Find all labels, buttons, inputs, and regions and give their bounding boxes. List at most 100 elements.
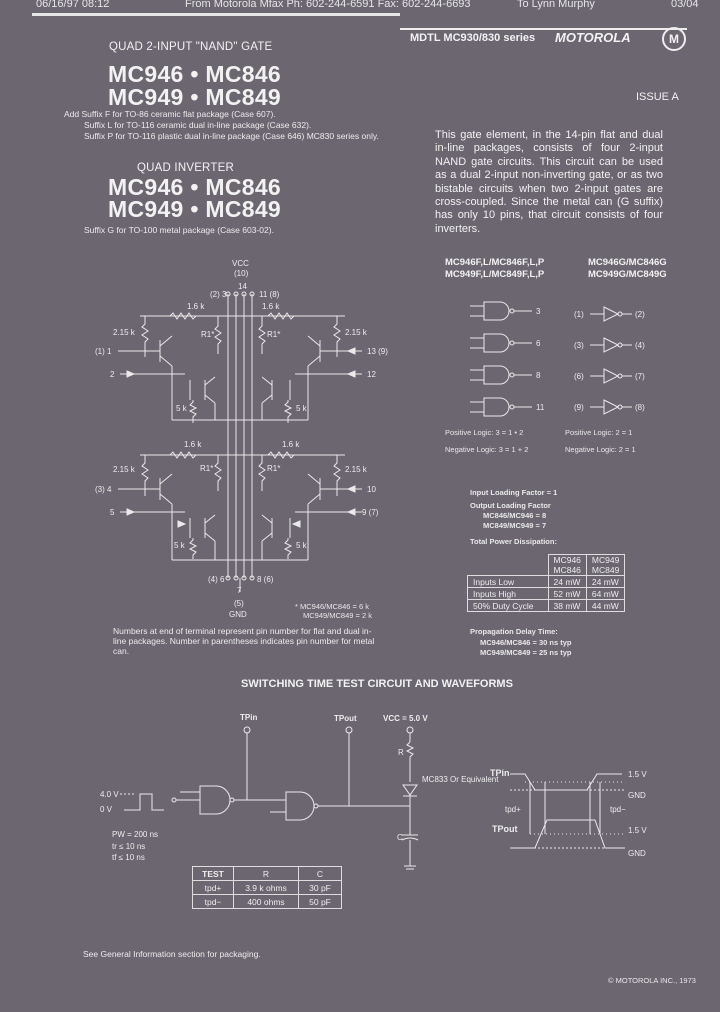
- diode-label: MC833 Or Equivalent: [422, 775, 499, 784]
- issue-label: ISSUE A: [636, 91, 679, 103]
- logic-header-right2: MC949G/MC849G: [588, 269, 667, 280]
- logic-header-left1: MC946F,L/MC846F,L,P: [445, 257, 545, 268]
- top-rule: [32, 13, 400, 16]
- res-5k-b: 5 k: [296, 404, 308, 413]
- wave-tpout-label: TPout: [492, 824, 518, 834]
- pin-in-2: 2: [110, 370, 115, 379]
- gnd-pin: 7: [237, 586, 242, 595]
- top-pins-left: (2) 3: [210, 290, 227, 299]
- table-row: MC946 MC846 MC949 MC849: [468, 554, 626, 576]
- motorola-logo-icon: M: [662, 27, 686, 51]
- gnd-pin-can: (5): [234, 599, 244, 608]
- res-1k6-c: 1.6 k: [184, 440, 202, 449]
- v-low-label: 0 V: [100, 805, 113, 814]
- negative-logic-left: Negative Logic: 3 = 1 + 2: [445, 445, 529, 454]
- res-r1-d: R1*: [267, 464, 280, 473]
- output-loading-1: MC846/MC946 = 8: [483, 511, 547, 520]
- inv-out-pin: (2): [635, 310, 645, 319]
- inv-in-pin: (6): [574, 372, 584, 381]
- logic-header-right1: MC946G/MC846G: [588, 257, 667, 268]
- wave-tpin-label: TPin: [490, 768, 510, 778]
- output-loading-title: Output Loading Factor: [470, 501, 551, 510]
- nand-suffix-3: Suffix P for TO-116 plastic dual in-line…: [84, 131, 379, 141]
- circuit-schematic: VCC (10) 14 (2) 3 11 (8) 1.6 k 1.6 k 1.6…: [95, 259, 388, 619]
- inv-out-pin: (7): [635, 372, 645, 381]
- fax-sender: From Motorola Mfax Ph: 602-244-6591 Fax:…: [185, 0, 471, 10]
- pin-out-9: 9 (7): [362, 508, 379, 517]
- vcc-pin-can: (10): [234, 269, 249, 278]
- res-1k6-b: 1.6 k: [262, 302, 280, 311]
- inv-in-pin: (3): [574, 341, 584, 350]
- tf-label: tf ≤ 10 ns: [112, 853, 145, 862]
- table-cell: 44 mW: [585, 599, 626, 612]
- inv-in-pin: (1): [574, 310, 584, 319]
- res-2k15-a: 2.15 k: [113, 328, 136, 337]
- switching-circuit: TPin TPout VCC = 5.0 V R C MC833 Or Equi…: [100, 713, 499, 870]
- res-2k15-c: 2.15 k: [113, 465, 136, 474]
- tp-out-label: TPout: [334, 714, 357, 723]
- pin-out-10: 10: [367, 485, 376, 494]
- negative-logic-right: Negative Logic: 2 = 1: [565, 445, 636, 454]
- tpd-minus-label: tpd−: [610, 805, 626, 814]
- res-1k6-d: 1.6 k: [282, 440, 300, 449]
- switching-title: SWITCHING TIME TEST CIRCUIT AND WAVEFORM…: [241, 678, 513, 690]
- tpd-plus-label: tpd+: [505, 805, 521, 814]
- inverter-parts-line2: MC949 • MC849: [108, 196, 282, 222]
- brand-bar: MDTL MC930/830 series MOTOROLA M: [400, 27, 687, 51]
- top-pins-right: 11 (8): [259, 290, 280, 299]
- tp-in-label: TPin: [240, 713, 257, 722]
- footer-note: See General Information section for pack…: [83, 949, 261, 959]
- table-cell: tpd−: [192, 894, 234, 909]
- logic-header-left2: MC949F,L/MC849F,L,P: [445, 269, 545, 280]
- nand-parts-line1: MC946 • MC846: [108, 61, 282, 87]
- nand-parts-line2: MC949 • MC849: [108, 84, 282, 110]
- pin-in-1: (1) 1: [95, 347, 112, 356]
- inv-out-pin: (4): [635, 341, 645, 350]
- vcc-label: VCC: [232, 259, 249, 268]
- table-cell: 50 pF: [298, 894, 342, 909]
- table-cell: MC946 MC846: [547, 554, 587, 576]
- fax-page: 03/04: [671, 0, 699, 10]
- delay-title: Propagation Delay Time:: [470, 627, 558, 636]
- r1-note-b: MC949/MC849 = 2 k: [303, 611, 372, 620]
- res-r1-c: R1*: [200, 464, 213, 473]
- nand-out-pin: 6: [536, 339, 541, 348]
- positive-logic-right: Positive Logic: 2 = 1: [565, 428, 633, 437]
- copyright: © MOTOROLA INC., 1973: [608, 976, 696, 985]
- pin-in-4: (3) 4: [95, 485, 112, 494]
- gnd-label: GND: [229, 610, 247, 619]
- res-2k15-d: 2.15 k: [345, 465, 368, 474]
- wave-v15-in: 1.5 V: [628, 770, 647, 779]
- res-r-label: R: [398, 748, 404, 757]
- wave-v15-out: 1.5 V: [628, 826, 647, 835]
- nand-out-pin: 11: [536, 403, 545, 412]
- inv-out-pin: (8): [635, 403, 645, 412]
- brand-series: MDTL MC930/830 series: [410, 32, 536, 44]
- res-r1-a: R1*: [201, 330, 214, 339]
- nand-out-pin: 3: [536, 307, 541, 316]
- wave-gnd-out: GND: [628, 849, 646, 858]
- pin-note: Numbers at end of terminal represent pin…: [113, 626, 375, 656]
- pw-label: PW = 200 ns: [112, 830, 158, 839]
- delay-line-1: MC946/MC846 = 30 ns typ: [480, 638, 572, 647]
- delay-line-2: MC949/MC849 = 25 ns typ: [480, 648, 572, 657]
- tr-label: tr ≤ 10 ns: [112, 842, 145, 851]
- vcc-5v-label: VCC = 5.0 V: [383, 714, 428, 723]
- nand-out-pin: 8: [536, 371, 541, 380]
- description-paragraph: This gate element, in the 14-pin flat an…: [435, 129, 663, 235]
- pin-in-5: 5: [110, 508, 115, 517]
- nand-suffix-2: Suffix L for TO-116 ceramic dual in-line…: [84, 120, 312, 130]
- v-high-label: 4.0 V: [100, 790, 119, 799]
- res-2k15-b: 2.15 k: [345, 328, 368, 337]
- bottom-pins-left: (4) 6: [208, 575, 225, 584]
- positive-logic-left: Positive Logic: 3 = 1 • 2: [445, 428, 524, 437]
- fax-recipient: To Lynn Murphy: [517, 0, 595, 10]
- res-5k-d: 5 k: [296, 541, 308, 550]
- waveforms: TPin TPout 1.5 V GND 1.5 V GND tpd+ tpd−: [490, 768, 647, 858]
- inv-in-pin: (9): [574, 403, 584, 412]
